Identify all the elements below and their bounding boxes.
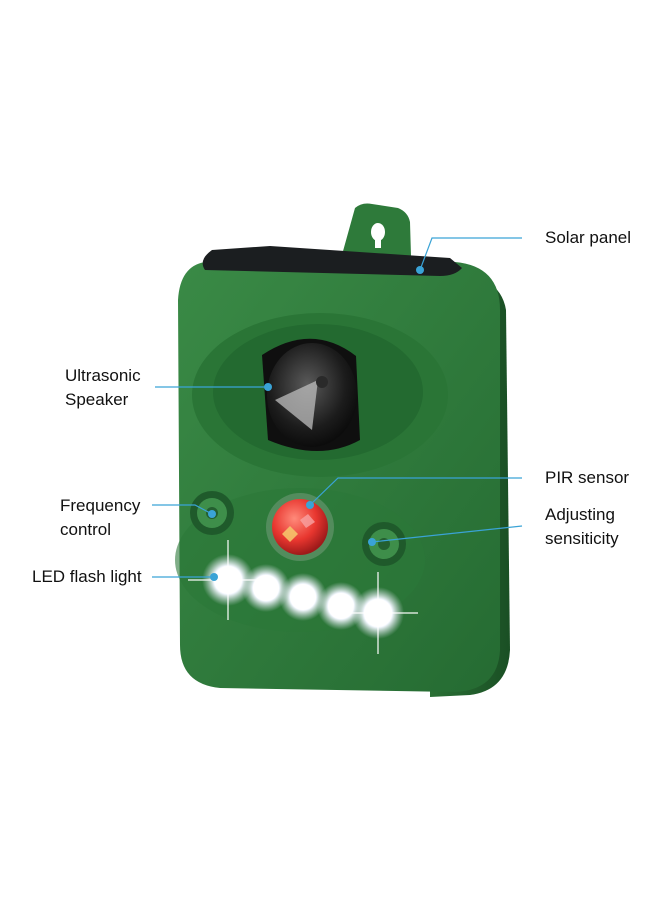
leader-dots [208, 266, 424, 581]
label-frequency-line1: Frequency [60, 496, 141, 515]
leader-frequency [152, 504, 213, 515]
label-adjusting-sensitivity: Adjusting sensiticity [545, 503, 619, 551]
leader-pir-sensor [309, 477, 522, 506]
label-frequency-line2: control [60, 520, 112, 539]
leader-lines [152, 237, 523, 578]
ultrasonic-speaker-icon [262, 338, 360, 451]
label-led-flash-light: LED flash light [32, 565, 142, 589]
label-frequency-control: Frequency control [60, 494, 140, 542]
label-pir-sensor-text: PIR sensor [545, 468, 630, 487]
solar-panel-icon [202, 246, 462, 276]
label-ultrasonic-line2: Speaker [65, 390, 129, 409]
label-solar-panel: Solar panel [545, 226, 631, 250]
label-ultrasonic-speaker: Ultrasonic Speaker [65, 364, 141, 412]
pir-sensor-icon [266, 493, 334, 561]
label-ultrasonic-line1: Ultrasonic [65, 366, 141, 385]
label-solar-panel-text: Solar panel [545, 228, 632, 247]
led-light-icon [188, 540, 418, 654]
label-led-flash-text: LED flash light [32, 567, 142, 586]
label-adjusting-line1: Adjusting [545, 505, 615, 524]
label-adjusting-line2: sensiticity [545, 529, 619, 548]
label-pir-sensor: PIR sensor [545, 466, 629, 490]
leader-solar-panel [419, 237, 522, 271]
leader-adjusting [371, 525, 523, 543]
